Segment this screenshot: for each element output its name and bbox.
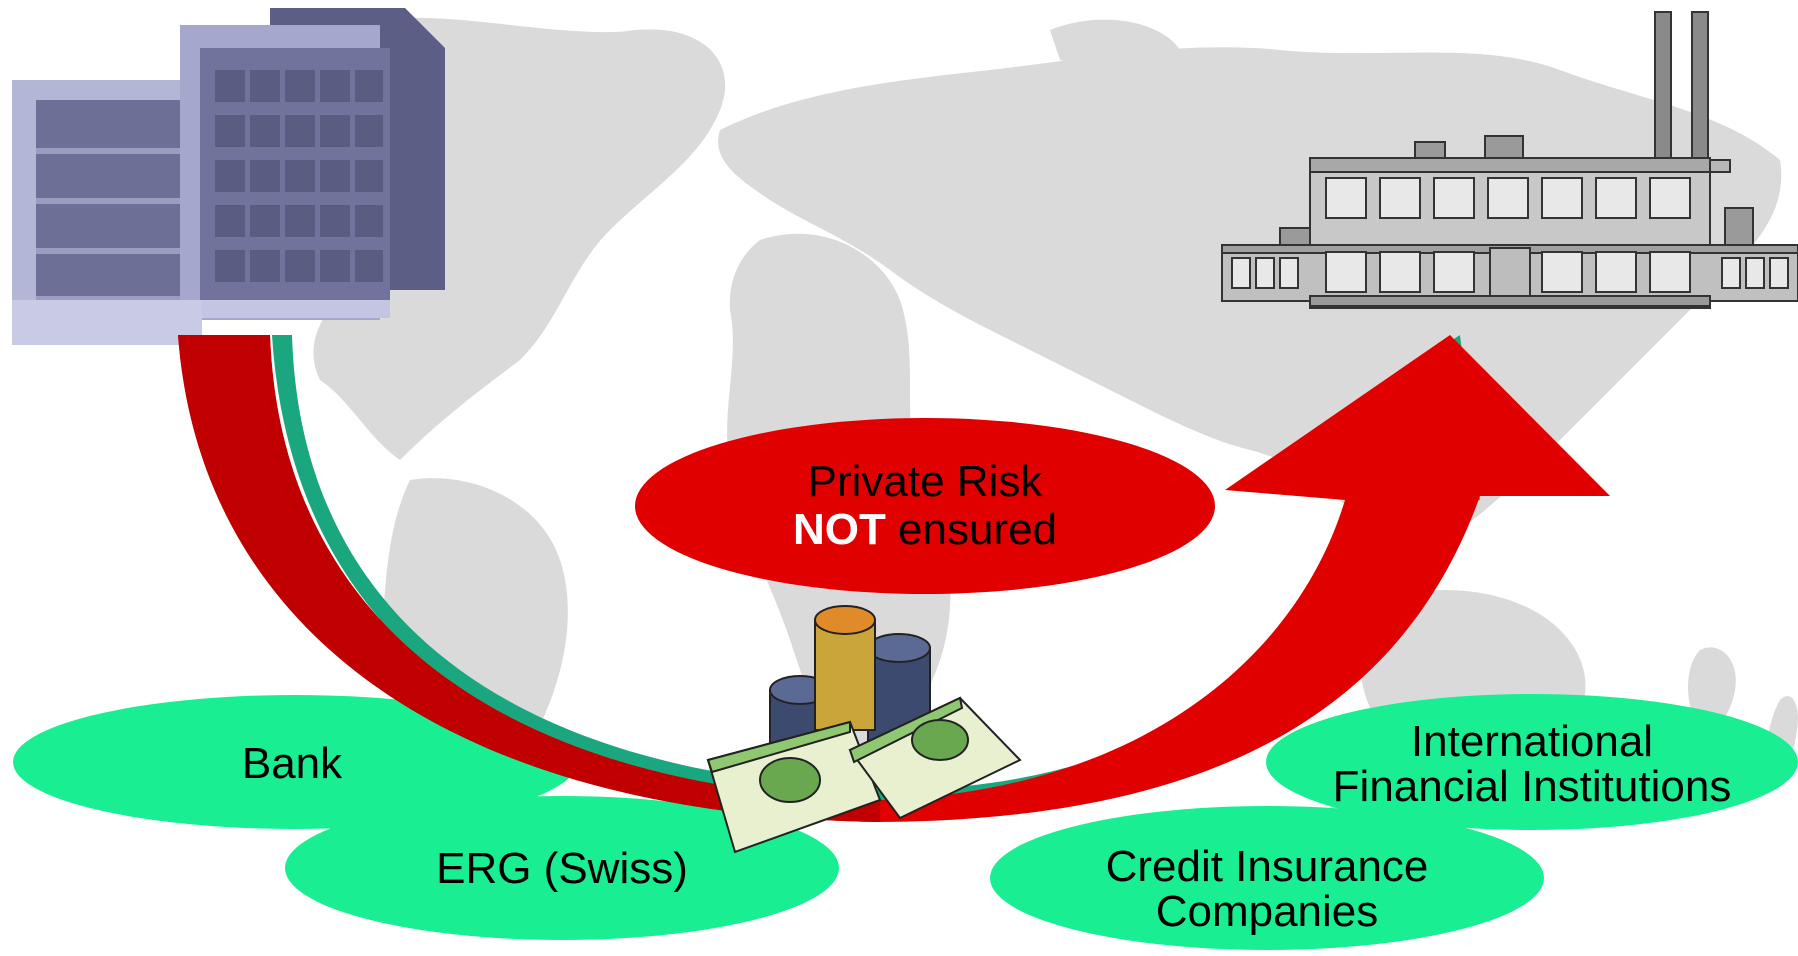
bank-label: Bank (241, 739, 343, 788)
credit-ellipse (990, 806, 1544, 950)
ifi-label-line1: International (1410, 717, 1654, 766)
ifi-label-line2: Financial Institutions (1332, 762, 1732, 811)
bank-ellipse (13, 695, 577, 829)
factory-icon (1221, 11, 1798, 309)
credit-label-line1: Credit Insurance (1105, 842, 1429, 891)
money-stack-icon (706, 605, 1022, 854)
office-building-icon (12, 8, 445, 345)
erg-label: ERG (Swiss) (436, 844, 688, 893)
erg-ellipse (285, 796, 839, 940)
risk-bubble (635, 418, 1215, 594)
risk-bubble-ensured: ensured (885, 505, 1058, 554)
risk-bubble-line2: NOT ensured (725, 508, 1125, 552)
money-flow-arrow (178, 335, 1610, 822)
credit-label-line2: Companies (1155, 887, 1379, 936)
risk-bubble-not: NOT (792, 505, 886, 554)
risk-bubble-line1: Private Risk (807, 457, 1043, 506)
ifi-ellipse (1266, 694, 1798, 830)
